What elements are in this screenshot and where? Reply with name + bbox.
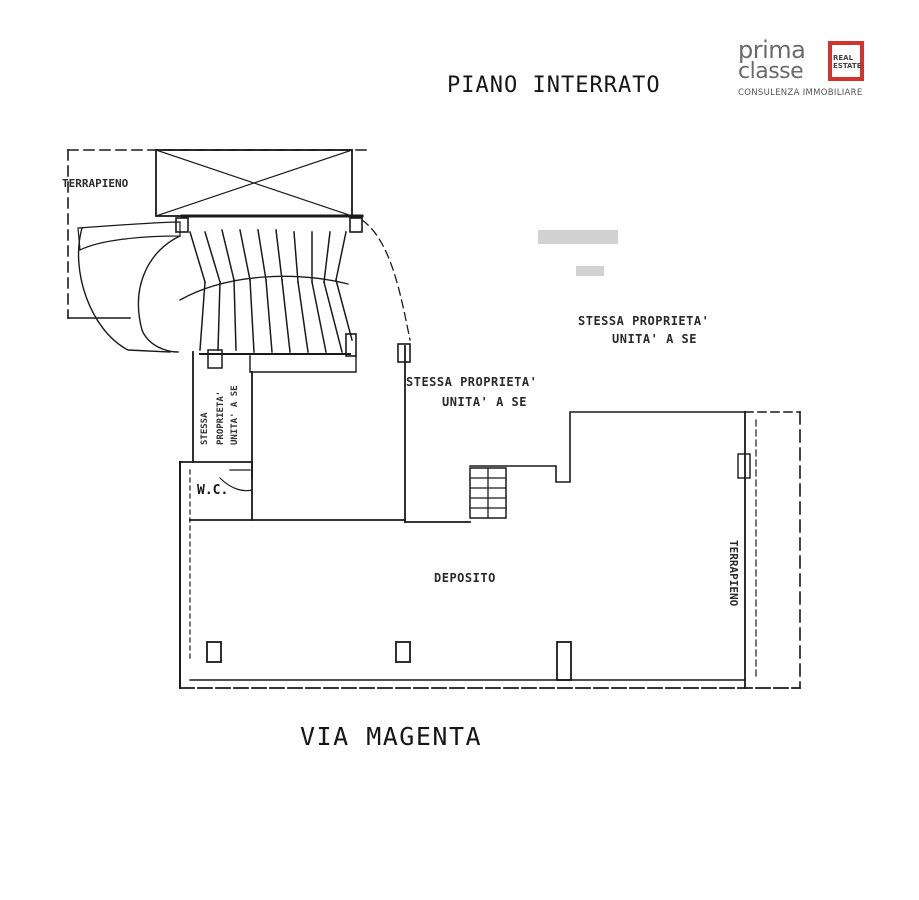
unita-a-se-label-1: UNITA' A SE xyxy=(612,332,697,346)
vertical-label-proprieta: PROPRIETA' xyxy=(216,390,226,445)
plan-title: PIANO INTERRATO xyxy=(447,73,661,98)
stair-right-curve xyxy=(361,219,411,341)
terrapieno-label-right: TERRAPIENO xyxy=(727,540,740,607)
wc-box xyxy=(179,461,253,521)
scan-smudge-1 xyxy=(538,230,618,244)
small-stair-treads xyxy=(469,467,507,519)
logo-subtitle: CONSULENZA IMMOBILIARE xyxy=(738,88,863,98)
corridor-pillar xyxy=(207,349,223,369)
terrapieno-label-left: TERRAPIENO xyxy=(62,177,129,190)
logo-word-classe: classe xyxy=(738,59,804,84)
stair-treads xyxy=(189,229,353,353)
logo-word-prima: prima xyxy=(738,36,806,64)
stessa-proprieta-label-2: STESSA PROPRIETA' xyxy=(406,375,538,389)
wc-label: W.C. xyxy=(197,483,229,498)
neighbour-wall xyxy=(469,411,746,483)
stessa-proprieta-label-1: STESSA PROPRIETA' xyxy=(578,314,710,328)
crossed-void-x2 xyxy=(155,149,353,217)
scan-smudge-2 xyxy=(576,266,604,276)
stair-newel-bottom xyxy=(345,333,357,357)
vertical-label-stessa: STESSA xyxy=(200,412,210,445)
pillar-1 xyxy=(206,641,222,663)
pillar-3 xyxy=(556,641,572,681)
unita-a-se-label-2: UNITA' A SE xyxy=(442,395,527,409)
deposito-label: DEPOSITO xyxy=(434,571,496,585)
stair-newel-left xyxy=(175,217,189,233)
stair-newel-right xyxy=(349,217,363,233)
pillar-top xyxy=(397,343,411,363)
logo-red-square xyxy=(828,41,864,81)
vertical-label-unita: UNITA' A SE xyxy=(230,385,240,445)
stair-shell-left xyxy=(77,227,171,353)
stair-lower-wall xyxy=(249,355,357,373)
agency-logo: prima classe REAL ESTATE CONSULENZA IMMO… xyxy=(738,36,870,100)
stair-mid-curve xyxy=(179,275,349,301)
logo-badge-real-estate: REAL ESTATE xyxy=(833,54,862,70)
stair-shell-inner xyxy=(137,235,181,353)
right-jamb xyxy=(737,453,751,479)
wc-door-arc xyxy=(219,477,253,492)
street-name: VIA MAGENTA xyxy=(300,722,483,751)
pillar-2 xyxy=(395,641,411,663)
